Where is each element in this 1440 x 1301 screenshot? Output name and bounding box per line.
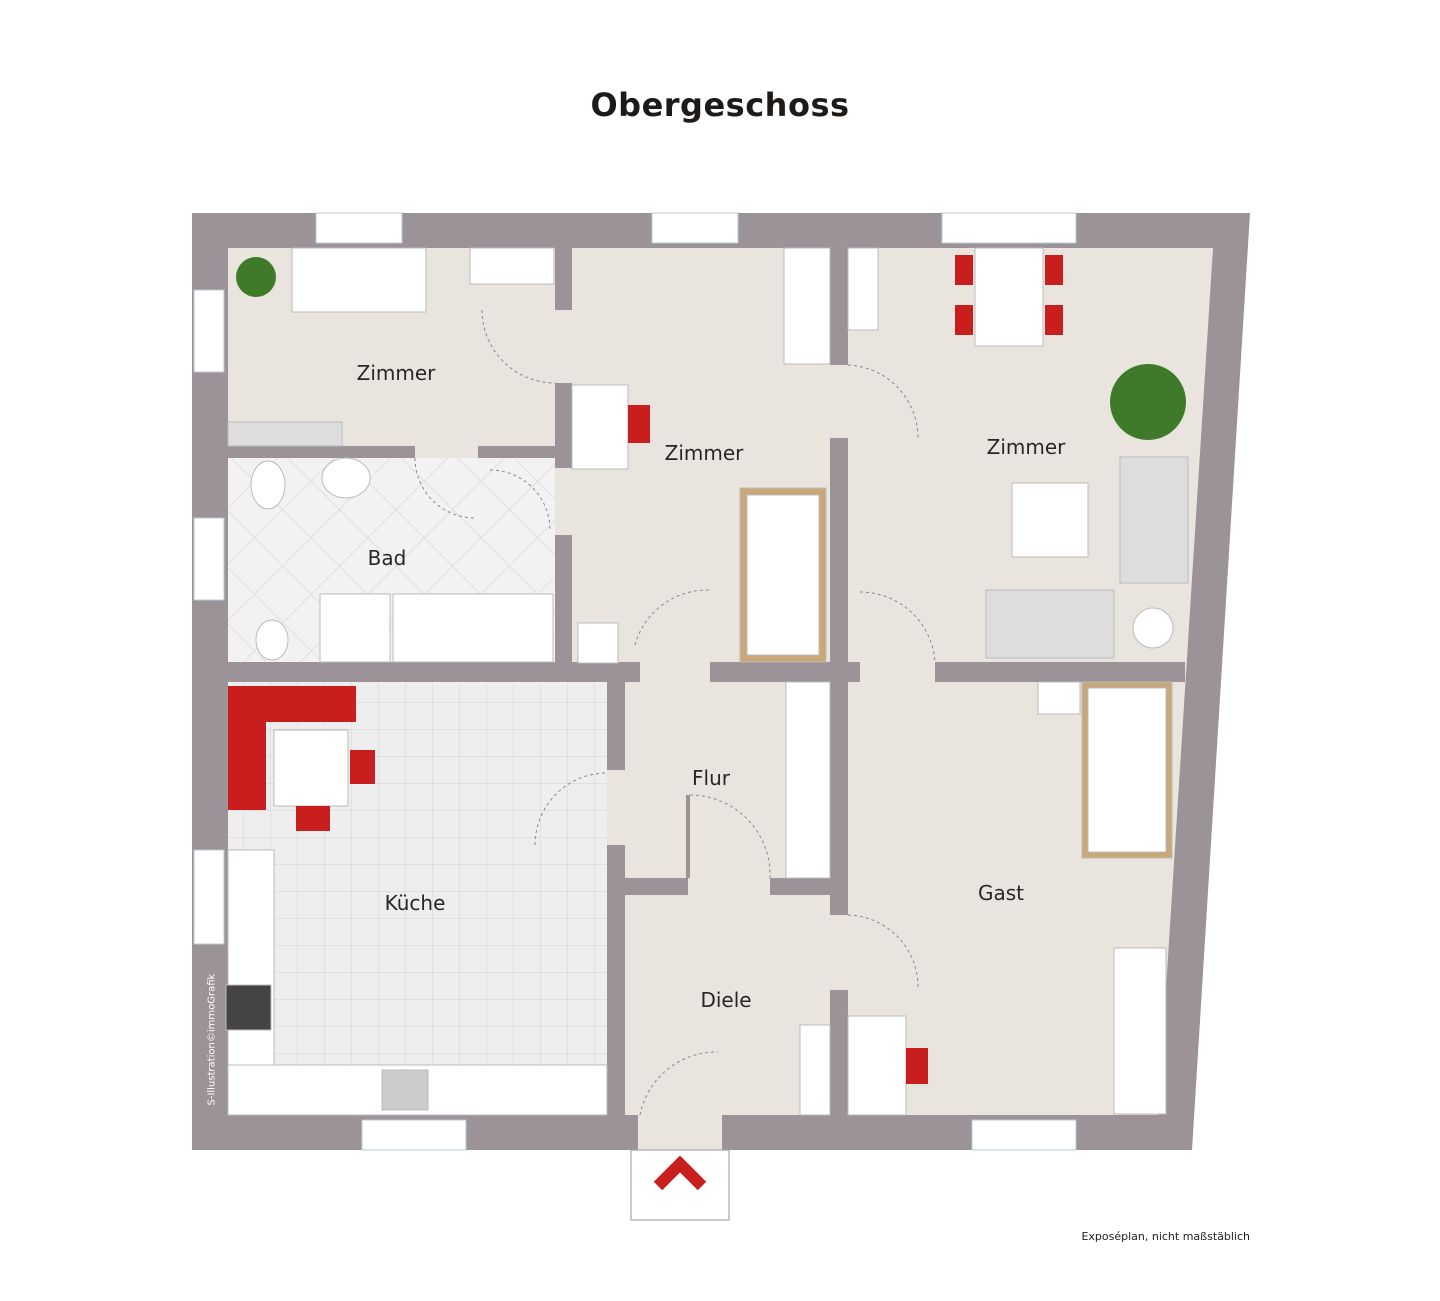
room-label-diele: Diele — [700, 988, 751, 1012]
plants — [236, 257, 1186, 440]
door-swings — [414, 309, 936, 1116]
windows — [193, 212, 1077, 1151]
scale-note: Exposéplan, nicht maßstäblich — [1081, 1230, 1250, 1243]
room-label-kueche: Küche — [385, 891, 446, 915]
furniture — [225, 247, 1189, 1116]
room-label-bad: Bad — [368, 546, 407, 570]
room-label-gast: Gast — [978, 881, 1024, 905]
room-label-zimmer-3: Zimmer — [987, 435, 1067, 459]
room-label-zimmer-2: Zimmer — [665, 441, 745, 465]
red-chairs — [228, 255, 1063, 1084]
plan-title: Obergeschoss — [590, 86, 850, 124]
room-label-zimmer-1: Zimmer — [357, 361, 437, 385]
entrance-gap — [638, 1115, 722, 1151]
room-label-flur: Flur — [692, 766, 731, 790]
illustration-credit: S-Illustration©immoGrafik — [206, 973, 218, 1106]
interior-walls — [228, 248, 1185, 1115]
